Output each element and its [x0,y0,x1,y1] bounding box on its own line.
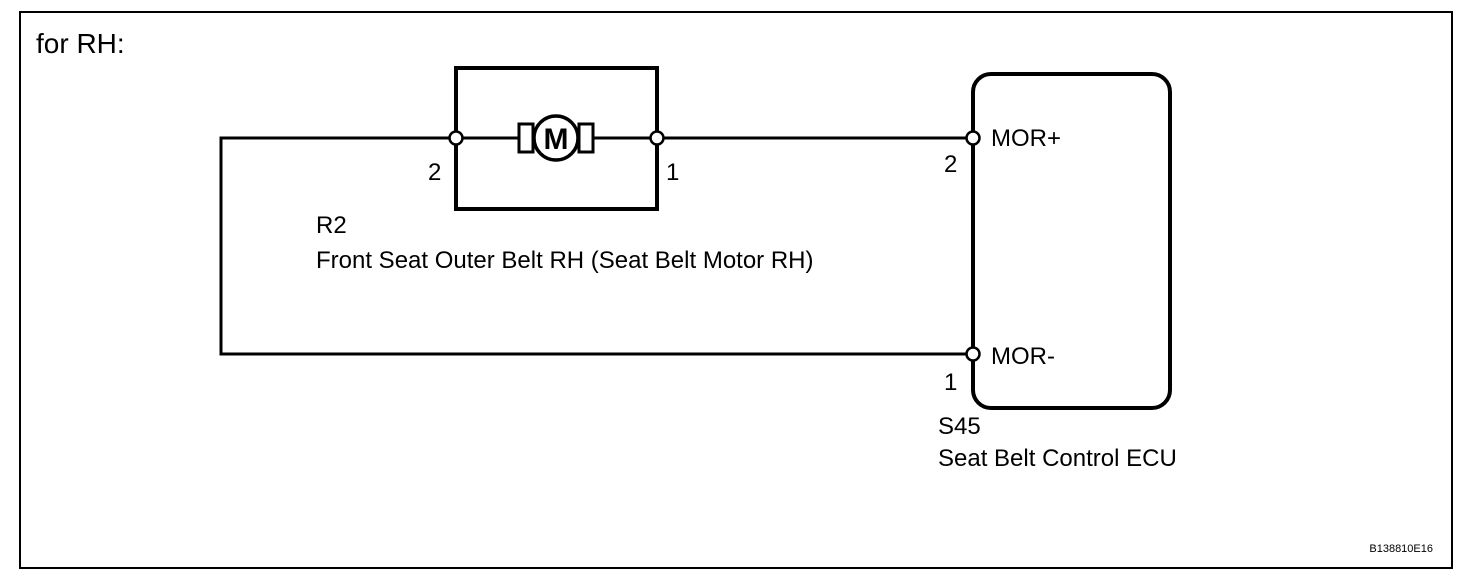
diagram-frame [19,11,1453,569]
ecu-connector-id: S45 [938,413,981,440]
motor-pin-left-number: 2 [428,159,441,186]
motor-pin-right-number: 1 [666,159,679,186]
motor-connector-id: R2 [316,212,347,239]
motor-component-name: Front Seat Outer Belt RH (Seat Belt Moto… [316,247,814,274]
ecu-pin-label-mor-plus: MOR+ [991,125,1061,152]
wire-harness [219,136,966,356]
motor-terminal-left [448,130,464,146]
motor-component: M 2 1 R2 Front Seat Outer Belt RH (Seat … [316,66,814,274]
ecu-component-name: Seat Belt Control ECU [938,445,1177,472]
ecu-pin-number-mor-minus: 1 [944,369,957,396]
figure-code: B138810E16 [1369,543,1433,555]
ecu-terminal-mor-plus [965,130,981,146]
ecu-terminal-mor-minus [965,346,981,362]
ecu-pin-label-mor-minus: MOR- [991,343,1055,370]
motor-symbol: M [544,123,569,156]
motor-icon: M [517,114,595,162]
motor-terminal-right [649,130,665,146]
ecu-pin-number-mor-plus: 2 [944,151,957,178]
ecu-component: MOR+ 2 MOR- 1 S45 Seat Belt Control ECU [938,72,1177,472]
wire-mor-minus [219,136,966,356]
diagram-title: for RH: [36,28,125,59]
ecu-box [971,72,1172,410]
